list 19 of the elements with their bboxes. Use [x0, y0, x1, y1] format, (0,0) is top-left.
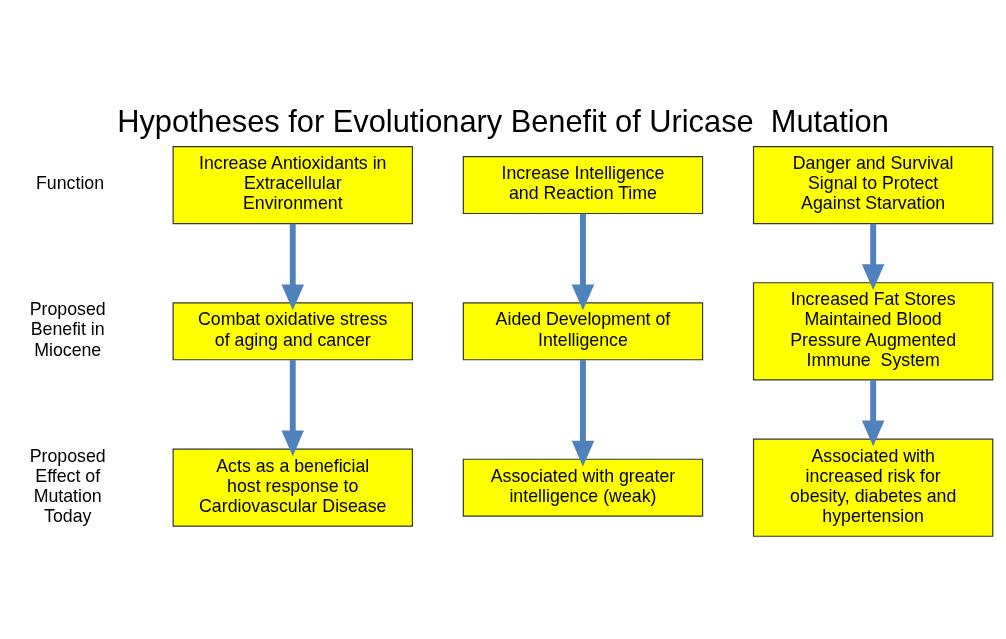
arrow — [281, 360, 304, 457]
node-box: Increased Fat Stores Maintained Blood Pressure Augmented Immune System — [752, 282, 994, 381]
node-box: Increase Intelligence and Reaction Time — [462, 156, 704, 215]
arrow — [281, 223, 304, 311]
label: Function — [36, 173, 105, 194]
arrow — [861, 380, 885, 447]
node-box: Aided Development of Intelligence — [462, 302, 704, 361]
node-box: Associated with greater intelligence (weak) — [462, 458, 704, 517]
diagram-title: Hypotheses for Evolutionary Benefit of Uricase Mutation — [117, 104, 889, 140]
node-box: Associated with increased risk for obesity, diabetes and hypertension — [752, 438, 994, 537]
label: Proposed Effect of Mutation Today — [29, 445, 106, 527]
node-box: Acts as a beneficial host response to Cardiovascular Disease — [172, 448, 413, 527]
node-box: Increase Antioxidants in Extracellular Environment — [172, 145, 413, 225]
node-box: Danger and Survival Signal to Protect Against Starvation — [752, 145, 994, 225]
arrow — [861, 223, 885, 290]
arrow — [571, 213, 595, 311]
label: Proposed Benefit in Miocene — [29, 299, 106, 360]
node-box: Combat oxidative stress of aging and cancer — [172, 302, 413, 361]
arrow — [571, 360, 595, 467]
